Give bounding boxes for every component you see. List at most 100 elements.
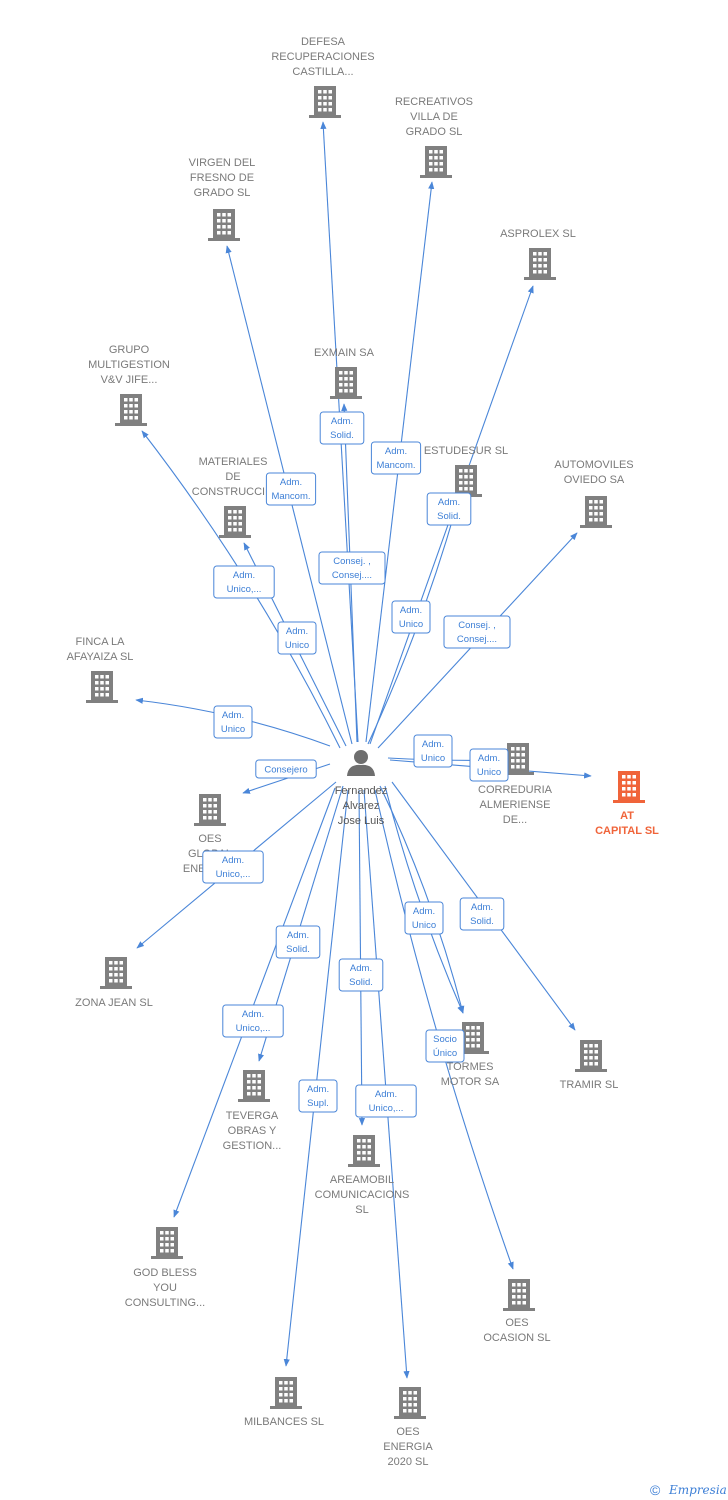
edge-label-atcapital[interactable]: Adm. Unico (469, 748, 509, 782)
edge-label-oesglobal[interactable]: Consejero (255, 759, 317, 779)
edge-label-areamobil[interactable]: Adm.Solid. (338, 958, 384, 992)
edge-label-text: Adm. (438, 497, 460, 508)
edge-label-text: Adm. (242, 1009, 264, 1020)
edge-tormes (384, 785, 464, 1014)
edge-label-recreativos[interactable]: Adm.Mancom. (370, 441, 422, 475)
edge-label-text: Unico,... (227, 584, 262, 595)
company-node-exmain[interactable]: EXMAIN SA (314, 347, 375, 399)
edge-label-box (425, 1029, 465, 1063)
company-node-milbances[interactable]: MILBANCES SL (244, 1377, 324, 1428)
building-icon (348, 1135, 380, 1167)
company-label-line: OES (396, 1426, 419, 1438)
edge-label-box (443, 615, 511, 649)
building-icon (575, 1040, 607, 1072)
company-label-line: TRAMIR SL (560, 1079, 619, 1091)
company-node-godbless[interactable]: GOD BLESSYOUCONSULTING... (125, 1227, 205, 1309)
edge-label-correduria[interactable]: Adm.Unico (413, 734, 453, 768)
company-node-defesa[interactable]: DEFESARECUPERACIONESCASTILLA... (271, 36, 375, 118)
company-label-line: DE (225, 471, 240, 483)
building-icon (330, 367, 362, 399)
edge-label-godbless[interactable]: Adm.Unico,... (222, 1004, 284, 1038)
company-label-line: EXMAIN SA (314, 347, 375, 359)
company-label-line: RECREATIVOS (395, 96, 473, 108)
edge-label-text: Adm. (222, 710, 244, 721)
edge-label-box (255, 759, 317, 779)
building-icon (100, 957, 132, 989)
company-label-line: OES (198, 833, 221, 845)
edge-label-text: Adm. (478, 753, 500, 764)
edge-label-finca[interactable]: Adm.Unico (213, 705, 253, 739)
company-label-line: MULTIGESTION (88, 359, 170, 371)
company-node-correduria[interactable]: CORREDURIAALMERIENSEDE... (478, 743, 553, 826)
edge-label-estudesur[interactable]: Adm.Unico (391, 600, 431, 634)
edge-label-text: Unico (412, 920, 436, 931)
edge-label-defesa[interactable]: Adm.Solid. (319, 411, 365, 445)
edge-label-box (413, 734, 453, 768)
building-icon (151, 1227, 183, 1259)
edge-label-text: Adm. (307, 1084, 329, 1095)
edge-label-text: Consej.... (457, 634, 497, 645)
edge-label-text: Consej. , (333, 556, 371, 567)
edge-label-automoviles[interactable]: Consej. ,Consej.... (443, 615, 511, 649)
company-label-line: OBRAS Y (228, 1125, 277, 1137)
edge-label-text: Adm. (222, 855, 244, 866)
edge-label-materiales[interactable]: Adm.Unico,... (213, 565, 275, 599)
edge-label-oesenergia[interactable]: Adm.Unico,... (355, 1084, 417, 1118)
edge-label-milbances[interactable]: Adm. Supl. (298, 1079, 338, 1113)
edge-label-text: Adm. (286, 626, 308, 637)
company-node-recreativos[interactable]: RECREATIVOS VILLA DE GRADO SL (395, 96, 473, 178)
edge-label-box (213, 705, 253, 739)
building-icon (194, 794, 226, 826)
company-node-materiales[interactable]: MATERIALESDECONSTRUCCI... (192, 456, 275, 538)
edge-label-text: Solid. (437, 511, 461, 522)
edge-label-box (355, 1084, 417, 1118)
company-label-line: DEFESA (301, 36, 346, 48)
edge-label-zonajean[interactable]: Adm.Unico,... (202, 850, 264, 884)
edge-label-text: Adm. (413, 906, 435, 917)
edge-label-text: Unico (421, 753, 445, 764)
company-label-line: YOU (153, 1282, 177, 1294)
edge-label-asprolex[interactable]: Adm. Solid. (426, 492, 472, 526)
company-label-line: TEVERGA (226, 1110, 279, 1122)
edge-label-teverga[interactable]: Adm.Solid. (275, 925, 321, 959)
company-node-asprolex[interactable]: ASPROLEX SL (500, 228, 576, 280)
company-node-estudesur[interactable]: ESTUDESUR SL (424, 445, 508, 497)
edge-label-text: Consej.... (332, 570, 372, 581)
company-label-line: ALMERIENSE (480, 799, 551, 811)
edge-label-text: Unico (477, 767, 501, 778)
edge-label-box (426, 492, 472, 526)
edge-label-exmain[interactable]: Consej. , Consej.... (318, 551, 386, 585)
edge-label-text: Adm. (287, 930, 309, 941)
company-label-line: MATERIALES (199, 456, 268, 468)
edge-label-text: Solid. (349, 977, 373, 988)
edge-label-box (298, 1079, 338, 1113)
edge-label-virgen[interactable]: Adm.Mancom. (265, 472, 317, 506)
edge-label-text: Supl. (307, 1098, 329, 1109)
building-icon (208, 209, 240, 241)
company-label-line: ESTUDESUR SL (424, 445, 508, 457)
person-name-line: Alvarez (343, 800, 380, 812)
edge-label-text: Unico (285, 640, 309, 651)
company-node-tramir[interactable]: TRAMIR SL (560, 1040, 619, 1091)
company-label-line: TORMES (447, 1061, 494, 1073)
edge-label-tramir[interactable]: Adm.Solid. (459, 897, 505, 931)
edge-label-grupo[interactable]: Adm. Unico (277, 621, 317, 655)
company-node-zonajean[interactable]: ZONA JEAN SL (75, 957, 153, 1009)
company-label-line: GRADO SL (406, 126, 463, 138)
edge-label-tormes[interactable]: Adm. Unico (404, 901, 444, 935)
edge-label-box (265, 472, 317, 506)
company-label-line: VILLA DE (410, 111, 458, 123)
